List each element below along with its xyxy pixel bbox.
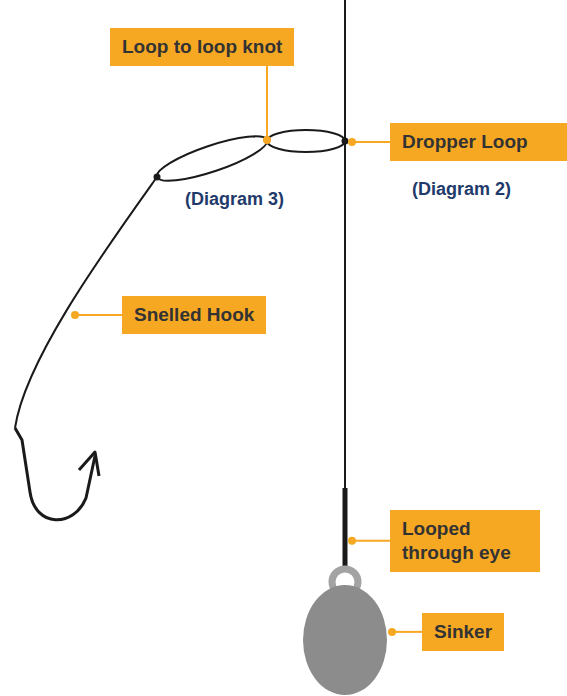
line-end [343,488,348,566]
knot-dot [264,137,271,144]
hook [15,428,95,520]
callout-box: Snelled Hook [122,296,266,334]
leader-line [75,314,122,316]
leader-dot [388,628,396,636]
leader-dot [263,136,271,144]
dropper-loop [267,130,345,152]
diagram-reference: (Diagram 3) [185,189,284,210]
leader-line [266,66,268,140]
callout-box: Loop to loop knot [110,28,294,66]
callout-box: Sinker [422,613,504,651]
knot-dot [342,138,349,145]
main-line [344,0,346,548]
leader-line [392,631,422,633]
leader-dot [348,138,356,146]
callout-text: Loop to loop knot [122,35,282,59]
callout-box: Looped through eye [390,510,540,572]
sinker-body [303,585,387,695]
callout-text: Snelled Hook [134,303,254,327]
leader-line [352,540,390,542]
hook-barb [79,452,99,476]
callout-text: Looped through eye [402,517,528,565]
knot-dot [154,174,161,181]
leader-line [352,141,390,143]
leader-dot [348,537,356,545]
diagram-reference: (Diagram 2) [412,179,511,200]
callout-box: Dropper Loop [390,123,567,161]
callout-text: Dropper Loop [402,130,555,154]
callout-text: Sinker [434,620,492,644]
leader-dot [71,311,79,319]
leader-loop [153,128,271,190]
